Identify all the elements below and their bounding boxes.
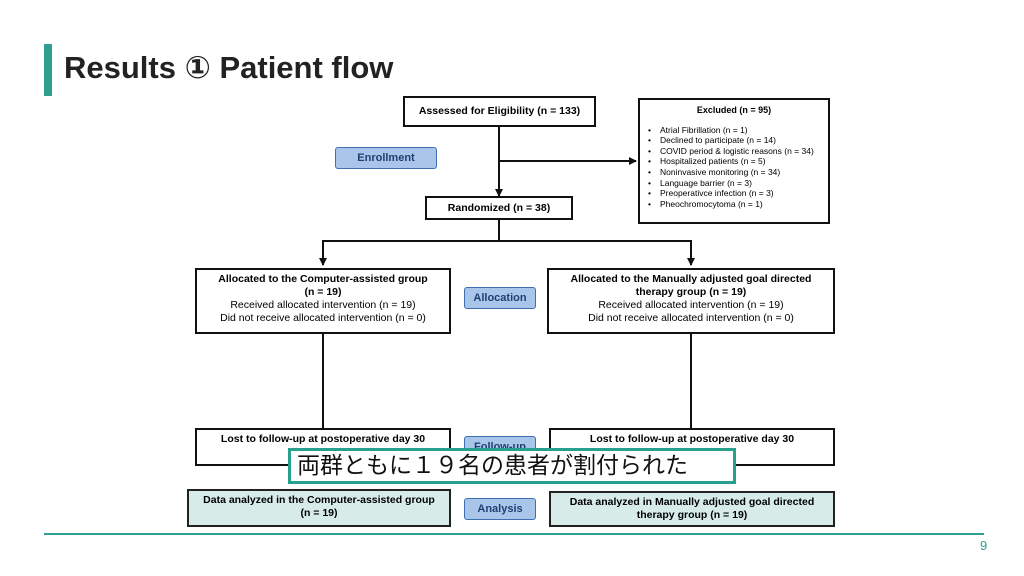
list-item: Pheochromocytoma (n = 1) [648,199,820,210]
randomized-label: Randomized (n = 38) [447,201,551,214]
left-analyzed-label: Data analyzed in the Computer-assisted g… [203,494,435,506]
left-lost-label: Lost to follow-up at postoperative day 3… [220,433,426,445]
left-received: Received allocated intervention (n = 19) [230,299,416,311]
left-analysis-box: Data analyzed in the Computer-assisted g… [187,489,451,527]
right-received: Received allocated intervention (n = 19) [598,299,784,311]
page-number: 9 [980,538,988,553]
right-lost-label: Lost to follow-up at postoperative day 3… [589,433,795,445]
list-item: COVID period & logistic reasons (n = 34) [648,146,820,157]
stage-allocation: Allocation [464,287,536,309]
right-allocated-title-2: therapy group (n = 19) [635,286,747,298]
excluded-title: Excluded (n = 95) [696,105,772,115]
stage-analysis: Analysis [464,498,536,520]
left-allocated-title: Allocated to the Computer-assisted group [218,273,428,285]
assessed-box: Assessed for Eligibility (n = 133) [403,96,596,127]
list-item: Declined to participate (n = 14) [648,135,820,146]
left-analyzed-n: (n = 19) [300,507,338,519]
right-not-received: Did not receive allocated intervention (… [588,312,794,324]
right-allocated-title: Allocated to the Manually adjusted goal … [570,273,812,285]
right-analysis-box: Data analyzed in Manually adjusted goal … [549,491,835,527]
left-not-received: Did not receive allocated intervention (… [220,312,426,324]
randomized-box: Randomized (n = 38) [425,196,573,220]
assessed-label: Assessed for Eligibility (n = 133) [418,105,581,117]
right-analyzed-label: Data analyzed in Manually adjusted goal … [569,496,815,508]
right-analyzed-n: therapy group (n = 19) [636,509,748,521]
list-item: Noninvasive monitoring (n = 34) [648,167,820,178]
list-item: Language barrier (n = 3) [648,178,820,189]
left-allocation-box: Allocated to the Computer-assisted group… [195,268,451,334]
page-title: Results ① Patient flow [64,50,394,85]
left-allocated-n: (n = 19) [304,286,342,298]
list-item: Hospitalized patients (n = 5) [648,156,820,167]
list-item: Preoperativce infection (n = 3) [648,188,820,199]
list-item: Atrial Fibrillation (n = 1) [648,125,820,136]
excluded-list: Atrial Fibrillation (n = 1) Declined to … [648,125,820,210]
right-allocation-box: Allocated to the Manually adjusted goal … [547,268,835,334]
footer-divider [44,533,984,535]
stage-enrollment: Enrollment [335,147,437,169]
excluded-box: Excluded (n = 95) Atrial Fibrillation (n… [638,98,830,224]
annotation-note: 両群ともに１９名の患者が割付られた [288,448,736,484]
title-accent-bar [44,44,52,96]
